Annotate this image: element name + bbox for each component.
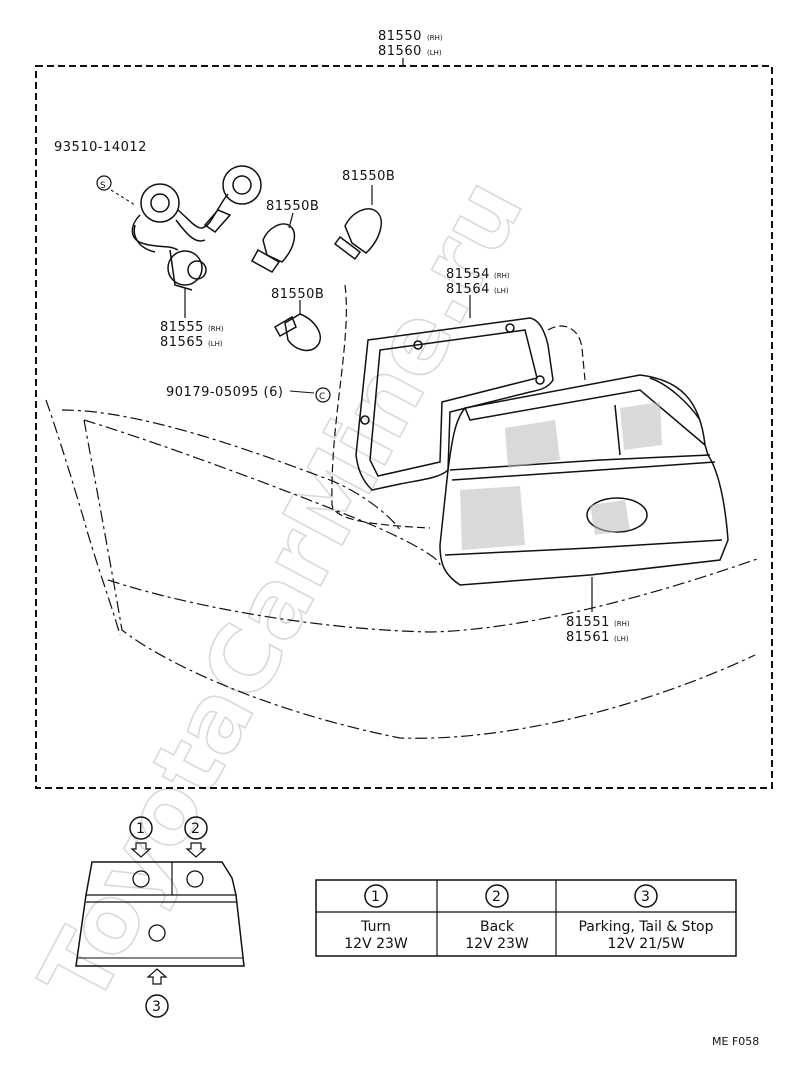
table-header-3: 3 — [641, 889, 650, 905]
screw-leader — [110, 189, 136, 206]
bulb-2-part-number: 81550B — [266, 199, 319, 214]
legend-bulb-2 — [186, 870, 204, 888]
gasket-rh-suffix: (RH) — [494, 272, 510, 280]
socket-lh-number: 81565 — [160, 335, 204, 350]
assembly-lh-suffix: (LH) — [427, 49, 442, 57]
table-header-1: 1 — [371, 889, 380, 905]
gasket-lh-number: 81564 — [446, 282, 490, 297]
lens-rh-suffix: (RH) — [614, 620, 630, 628]
gasket-rh-number: 81554 — [446, 267, 490, 282]
assembly-frame — [35, 65, 773, 789]
screw-symbol: S — [96, 175, 112, 191]
assembly-label: 81550 (RH) 81560 (LH) — [378, 29, 443, 59]
screw-mark: S — [100, 181, 106, 191]
table-cell-3-rating: 12V 21/5W — [607, 936, 684, 952]
legend-bulb-1 — [132, 870, 150, 888]
arrow-down-icon — [185, 842, 207, 858]
bulb-position-legend: 1 2 3 — [75, 816, 245, 1018]
assembly-lh-number: 81560 — [378, 44, 422, 59]
table-cell-2-type: Back — [480, 919, 515, 935]
table-cell-2-rating: 12V 23W — [465, 936, 529, 952]
bulb-3-part-number: 81550B — [271, 287, 324, 302]
assembly-rh-number: 81550 — [378, 29, 422, 44]
socket-lh-suffix: (LH) — [208, 340, 223, 348]
clip-mark: C — [319, 392, 325, 402]
socket-rh-suffix: (RH) — [208, 325, 224, 333]
arrow-down-icon — [130, 842, 152, 858]
legend-bulb-3 — [148, 924, 166, 942]
table-cell-1-type: Turn — [360, 919, 391, 935]
table-header-2: 2 — [492, 889, 501, 905]
body-opening-outline — [331, 284, 431, 529]
lens-rh-number: 81551 — [566, 615, 610, 630]
socket-rh-number: 81555 — [160, 320, 204, 335]
screw-part-number: 93510-14012 — [54, 140, 147, 155]
assembly-rh-suffix: (RH) — [427, 34, 443, 42]
bulb-2 — [250, 223, 296, 273]
lens-shading — [460, 402, 662, 550]
legend-lamp-outline — [75, 861, 245, 967]
bulb-2-leader — [288, 212, 294, 229]
arrow-up-icon — [146, 968, 168, 985]
figure-code: ME F058 — [712, 1035, 759, 1048]
table-cell-1-rating: 12V 23W — [344, 936, 408, 952]
clip-part-number: 90179-05095 (6) — [166, 385, 283, 400]
gasket — [355, 317, 554, 491]
body-opening-outline-top — [547, 325, 586, 381]
gasket-lh-suffix: (LH) — [494, 287, 509, 295]
clip-leader — [289, 390, 315, 394]
table-cell-3-type: Parking, Tail & Stop — [578, 919, 713, 935]
legend-marker-3: 3 — [152, 999, 161, 1015]
car-body-outline — [45, 399, 761, 739]
bulb-1 — [333, 208, 382, 261]
bulb-3 — [273, 313, 321, 352]
bulb-socket-harness — [131, 165, 262, 291]
lens-lh-number: 81561 — [566, 630, 610, 645]
bulb-spec-table: 1 2 3 Turn 12V 23W Back 12V 23W Parking,… — [315, 879, 737, 957]
lens-lh-suffix: (LH) — [614, 635, 629, 643]
bulb-1-part-number: 81550B — [342, 169, 395, 184]
lens-assembly — [439, 374, 729, 586]
legend-marker-2: 2 — [191, 821, 200, 837]
clip-symbol: C — [315, 387, 331, 403]
legend-marker-1: 1 — [136, 821, 145, 837]
